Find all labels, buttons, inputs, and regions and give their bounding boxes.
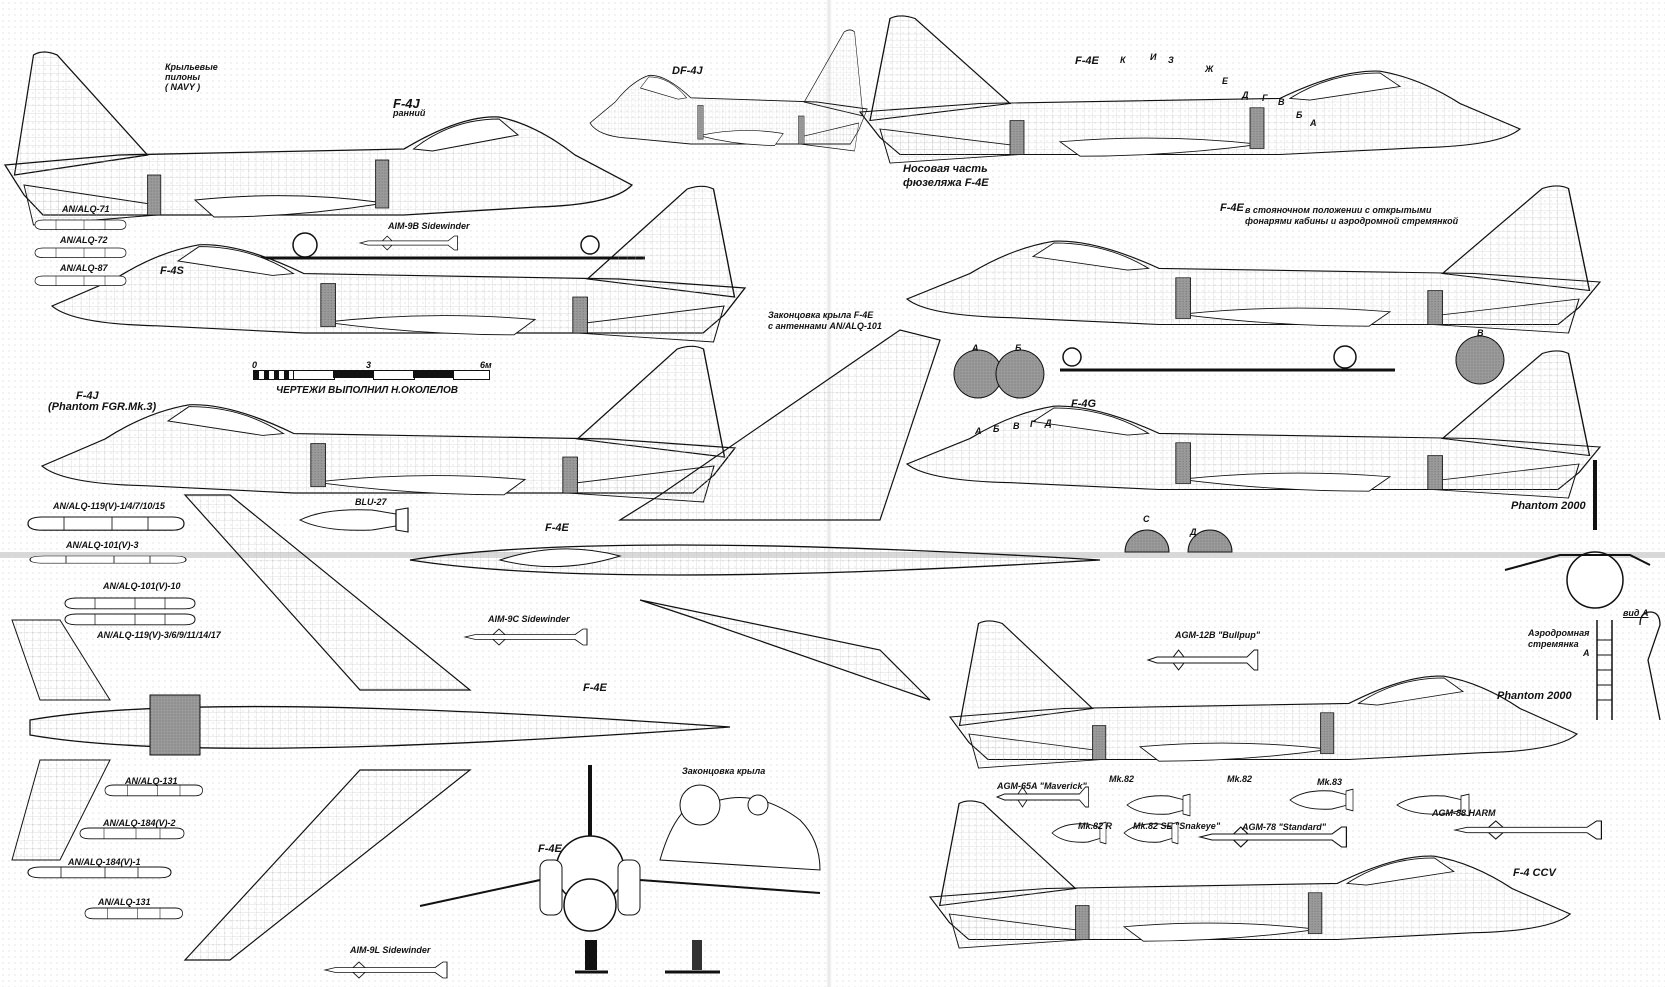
drawing-f4e-bottom [11,494,731,961]
station-marker: В [1013,421,1020,431]
weapon-label: AIM-9L Sidewinder [350,945,431,955]
station-marker: Д [1045,418,1052,428]
caption-wingtip: Законцовка крыла [682,766,766,776]
title-f4e-top: F-4E [545,522,569,534]
weapon-label: AIM-9B Sidewinder [388,221,470,231]
section-label: С [1143,514,1150,524]
weapon-label: Mk.82 R [1078,821,1113,831]
section-label: В [1477,328,1484,338]
station-marker: В [1278,97,1285,107]
caption-wing-pylons-2: пилоны [165,72,201,82]
station-marker: Е [1222,76,1229,86]
pod-label: AN/ALQ-131 [125,776,178,786]
station-marker: А [975,426,982,436]
drawing-wingtip-detail [659,784,821,871]
scale-end: 6м [480,360,492,370]
drawing-f4j-early [4,51,633,226]
title-f4-ccv: F-4 CCV [1513,867,1556,879]
subtitle2-f4e-parked: фонарями кабины и аэродромной стремянкой [1245,216,1459,226]
weapon-label: AIM-9C Sidewinder [488,614,570,624]
title-f4j-fgr3: F-4J [76,390,99,402]
weapon-label: AGM-88 HARM [1432,808,1496,818]
caption-arrow-a: А [1583,648,1590,658]
pod-label: AN/ALQ-119(V)-3/6/9/11/14/17 [97,630,221,640]
subtitle-f4e-parked: в стояночном положении с открытыми [1245,205,1432,215]
pod-label: AN/ALQ-184(V)-2 [103,818,176,828]
subtitle-f4j-early: ранний [393,108,426,118]
scale-mid: 3 [366,360,372,370]
title-f4e-side: F-4E [1075,55,1099,67]
wheel-icon [1333,345,1357,369]
title-df4j: DF-4J [672,65,703,77]
pod-label: AN/ALQ-72 [60,235,108,245]
station-marker: Д [1242,90,1249,100]
scale-start: 0 [252,360,258,370]
drawing-phantom2000-side [949,620,1578,769]
title-f4j-early: F-4J [393,96,420,111]
pod-label: AN/ALQ-101(V)-3 [66,540,139,550]
title-f4g: F-4G [1071,398,1097,410]
station-marker: А [1310,118,1317,128]
weapon-label: Mk.82 [1109,774,1135,784]
title-f4e-bottom: F-4E [583,682,607,694]
caption-ladder-1: Аэродромная [1528,628,1590,638]
station-marker: К [1120,55,1126,65]
weapon-label: Mk.82 SE "Snakeye" [1133,821,1221,831]
station-marker: Б [993,424,1000,434]
pod-label: AN/ALQ-71 [62,204,110,214]
pod-label: AN/ALQ-101(V)-10 [103,581,181,591]
pod-label: AN/ALQ-184(V)-1 [68,857,141,867]
drawing-f4e-side [859,15,1521,164]
title-phantom2000-side: Phantom 2000 [1497,690,1572,702]
weapon-label: BLU-27 [355,497,387,507]
weapon-label: AGM-12B "Bullpup" [1175,630,1261,640]
weapon-label: AGM-78 "Standard" [1242,822,1327,832]
caption-ladder-2: стремянка [1528,639,1579,649]
pod-label: AN/ALQ-87 [60,263,108,273]
caption-wingtip-antennas-1: Законцовка крыла F-4E [768,310,874,320]
pod-label: AN/ALQ-131 [98,897,151,907]
section-label: А [972,343,979,353]
weapon-label: Mk.82 [1227,774,1253,784]
section-label: Б [1015,343,1022,353]
title-f4e-parked: F-4E [1220,202,1244,214]
title-f4e-front: F-4E [538,843,562,855]
station-marker: Ж [1205,64,1214,74]
drawing-ladder [1596,611,1661,721]
station-marker: З [1168,55,1174,65]
drawing-phantom2000-front [1504,460,1651,609]
wheel-icon [292,232,318,258]
station-marker: Г [1030,419,1036,429]
subtitle-f4j-fgr3: (Phantom FGR.Mk.3) [48,401,157,413]
station-marker: Г [1262,93,1268,103]
title-f4e-nose: Носовая часть [903,163,988,175]
title-phantom2000-front: Phantom 2000 [1511,500,1586,512]
weapon-label: AGM-65A "Maverick" [997,781,1087,791]
pod-label: AN/ALQ-119(V)-1/4/7/10/15 [53,501,165,511]
drawing-credit: ЧЕРТЕЖИ ВЫПОЛНИЛ Н.ОКОЛЕЛОВ [276,385,459,396]
wheel-icon [1062,347,1082,367]
station-marker: Б [1296,110,1303,120]
caption-view-a: вид А [1623,608,1649,618]
drawing-f4e-front [419,765,821,974]
caption-wing-pylons-1: Крыльевые [165,62,218,72]
scale-bar [253,370,490,380]
caption-wing-pylons-3: ( NAVY ) [165,82,201,92]
station-marker: И [1150,52,1157,62]
caption-wingtip-antennas-2: с антеннами AN/ALQ-101 [768,321,882,331]
subtitle-f4e-nose: фюзеляжа F-4E [903,177,989,189]
drawing-f4e-top [409,329,1101,701]
weapon-label: Mk.83 [1317,777,1343,787]
section-label: Д [1190,527,1197,537]
wheel-icon [580,235,600,255]
drawing-df4j [589,29,868,152]
title-f4s: F-4S [160,265,184,277]
section-profiles [953,335,1505,553]
